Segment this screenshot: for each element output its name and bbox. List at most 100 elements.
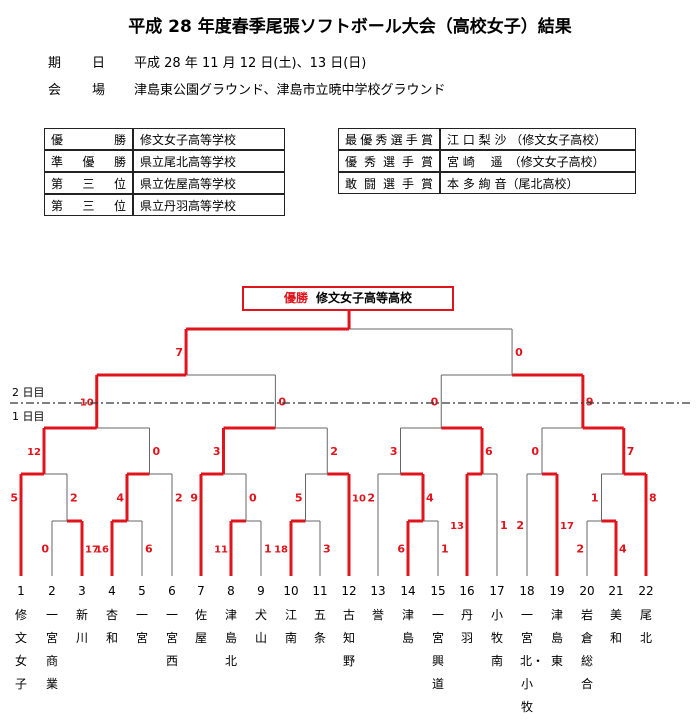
score-label: 16 — [95, 545, 109, 556]
score-label: 11 — [214, 545, 228, 556]
team-number: 13 — [370, 584, 386, 598]
team-entry: 4 杏和 — [101, 584, 123, 650]
score-label: 3 — [323, 543, 331, 556]
team-number: 12 — [341, 584, 357, 598]
team-number: 9 — [257, 584, 265, 598]
score-label: 8 — [649, 492, 657, 505]
score-label: 6 — [397, 543, 405, 556]
score-label: 7 — [627, 445, 635, 458]
award-label: 敢闘選手賞 — [338, 172, 440, 194]
team-name: 誉 — [371, 608, 384, 622]
day1-label: 1 日目 — [12, 410, 45, 423]
team-entry: 17 小牧南 — [486, 584, 508, 673]
award-label: 最優秀選手賞 — [338, 128, 440, 150]
team-number: 15 — [430, 584, 446, 598]
results-row: 優勝 修文女子高等学校 — [44, 128, 285, 150]
score-label: 17 — [560, 521, 574, 532]
score-label: 1 — [441, 543, 449, 556]
score-label: 1 — [591, 492, 599, 505]
champion-team: 修文女子高等高校 — [316, 291, 413, 305]
team-number: 8 — [227, 584, 235, 598]
venue-label-2: 場 — [92, 83, 106, 98]
score-label: 7 — [175, 346, 183, 359]
result-value: 県立丹羽高等学校 — [133, 194, 285, 216]
date-label-1: 期 — [48, 56, 62, 71]
score-label: 6 — [485, 445, 493, 458]
team-number: 7 — [197, 584, 205, 598]
results-table: 優勝 修文女子高等学校 準優勝 県立尾北高等学校 第三位 県立佐屋高等学校 第三… — [44, 128, 285, 216]
results-row: 第三位 県立佐屋高等学校 — [44, 172, 285, 194]
team-number: 22 — [638, 584, 654, 598]
team-entry: 10 江南 — [280, 584, 302, 650]
score-label: 0 — [249, 492, 257, 505]
team-number: 2 — [48, 584, 56, 598]
score-label: 4 — [619, 543, 627, 556]
results-row: 準優勝 県立尾北高等学校 — [44, 150, 285, 172]
team-entry: 13 誉 — [367, 584, 389, 627]
award-value: 本 多 絢 音（尾北高校） — [440, 172, 636, 194]
result-label: 第三位 — [44, 194, 133, 216]
award-value: 宮 崎 遥 （修文女子高校） — [440, 150, 636, 172]
venue-value: 津島東公園グラウンド、津島市立暁中学校グラウンド — [134, 83, 446, 98]
team-number: 14 — [400, 584, 416, 598]
score-label: 0 — [531, 445, 539, 458]
team-number: 19 — [549, 584, 565, 598]
date-value: 平成 28 年 11 月 12 日(土)、13 日(日) — [134, 56, 367, 71]
team-number: 10 — [283, 584, 299, 598]
score-label: 0 — [431, 396, 439, 409]
team-entry: 6 一宮西 — [161, 584, 183, 673]
team-number: 4 — [108, 584, 116, 598]
score-label: 2 — [516, 519, 524, 532]
result-label: 準優勝 — [44, 150, 133, 172]
score-label: 0 — [278, 396, 286, 409]
team-name: 一宮興道 — [431, 608, 444, 691]
score-label: 12 — [27, 447, 41, 458]
awards-row: 優秀選手賞 宮 崎 遥 （修文女子高校） — [338, 150, 636, 172]
team-name: 津島東 — [550, 608, 563, 668]
team-name: 五条 — [313, 608, 326, 645]
awards-row: 最優秀選手賞 江 口 梨 沙 （修文女子高校） — [338, 128, 636, 150]
score-label: 3 — [390, 445, 398, 458]
team-name: 岩倉総合 — [580, 608, 593, 691]
champion-label: 優勝 — [283, 291, 308, 305]
score-label: 6 — [145, 543, 153, 556]
page-title: 平成 28 年度春季尾張ソフトボール大会（高校女子）結果 — [128, 17, 572, 37]
team-number: 6 — [168, 584, 176, 598]
score-label: 17 — [85, 545, 99, 556]
team-name: 古知野 — [342, 608, 355, 668]
team-name: 杏和 — [105, 608, 118, 645]
team-name: 江南 — [284, 608, 297, 645]
team-name: 新川 — [75, 608, 88, 645]
score-label: 9 — [586, 396, 594, 409]
team-number: 5 — [138, 584, 146, 598]
score-label: 18 — [274, 545, 288, 556]
team-name: 一宮北・小牧 — [520, 608, 545, 714]
score-label: 1 — [264, 543, 272, 556]
team-entry: 20 岩倉総合 — [576, 584, 598, 696]
score-label: 2 — [576, 543, 584, 556]
team-number: 11 — [312, 584, 328, 598]
team-name: 一宮西 — [165, 608, 178, 668]
score-label: 0 — [153, 445, 161, 458]
award-label: 優秀選手賞 — [338, 150, 440, 172]
team-entry: 15 一宮興道 — [427, 584, 449, 696]
score-label: 4 — [426, 492, 434, 505]
score-label: 5 — [10, 492, 18, 505]
results-row: 第三位 県立丹羽高等学校 — [44, 194, 285, 216]
score-label: 13 — [450, 521, 464, 532]
team-number: 17 — [489, 584, 505, 598]
team-name: 小牧南 — [490, 608, 503, 668]
team-number: 1 — [17, 584, 25, 598]
score-label: 3 — [213, 445, 221, 458]
team-number: 20 — [579, 584, 595, 598]
